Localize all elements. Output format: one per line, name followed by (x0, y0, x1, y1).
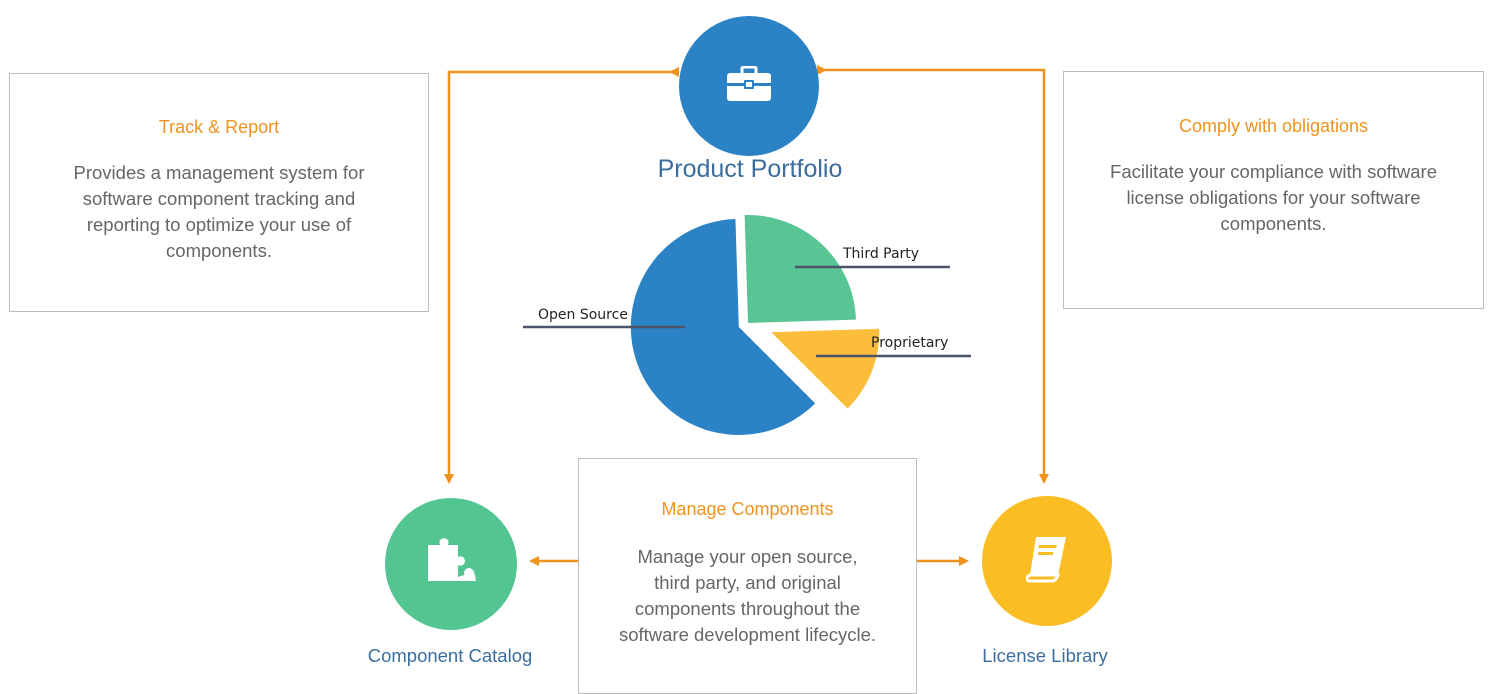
briefcase-icon (726, 65, 772, 107)
track-report-description: Provides a management system for softwar… (73, 162, 365, 261)
comply-obligations-description: Facilitate your compliance with software… (1110, 161, 1437, 234)
puzzle-piece-icon (424, 537, 478, 592)
comply-obligations-title: Comply with obligations (1178, 116, 1369, 136)
license-library-label: License Library (982, 645, 1108, 666)
pie-slice-proprietary (771, 328, 880, 409)
track-report-title: Track & Report (158, 117, 280, 137)
arrow-portfolio-library (817, 65, 1049, 484)
product-portfolio-node (679, 16, 819, 156)
pie-label-third-party: Third Party (842, 246, 919, 262)
component-catalog-label: Component Catalog (367, 645, 533, 666)
pie-label-open-source: Open Source (538, 307, 628, 323)
comply-obligations-box: Comply with obligations Facilitate your … (1063, 71, 1484, 309)
license-library-node (982, 496, 1112, 626)
component-catalog-node (385, 498, 517, 630)
pie-slice-third-party (744, 215, 856, 323)
manage-components-title: Manage Components (661, 499, 834, 519)
pie-slice-open-source (630, 219, 816, 435)
track-report-box: Track & Report Provides a management sys… (9, 73, 429, 312)
product-portfolio-label: Product Portfolio (657, 155, 843, 183)
manage-components-box: Manage Components Manage your open sourc… (578, 458, 917, 694)
pie-label-proprietary: Proprietary (871, 335, 948, 351)
arrow-portfolio-catalog (444, 67, 679, 484)
book-icon (1025, 535, 1068, 588)
manage-components-description: Manage your open source, third party, an… (618, 546, 877, 645)
